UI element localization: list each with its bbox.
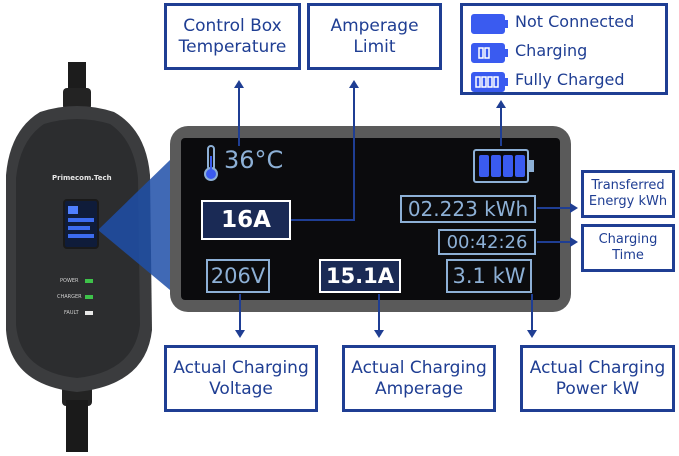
charger-device-graphic — [6, 62, 170, 452]
temperature-readout: 36°C — [224, 146, 284, 174]
callout-line: Time — [612, 248, 644, 263]
charger-indicator-label: CHARGER — [57, 294, 82, 300]
legend-item: Fully Charged — [463, 68, 665, 94]
callout-line: Control Box — [183, 15, 282, 36]
power-readout: 3.1 kW — [446, 259, 532, 293]
amperage-limit-readout: 16A — [201, 200, 291, 240]
legend-label: Fully Charged — [515, 70, 625, 89]
callout-amperage-limit: Amperage Limit — [307, 3, 442, 70]
amperage-readout: 15.1A — [319, 259, 401, 293]
callout-line: Actual Charging — [173, 357, 309, 378]
callout-line: Voltage — [209, 378, 273, 399]
battery-charging-icon — [471, 43, 508, 63]
callout-line: Amperage — [374, 378, 464, 399]
battery-legend: Not Connected Charging Fully Charged — [460, 3, 668, 95]
battery-status-icon — [473, 149, 534, 183]
charger-device: Primecom.Tech POWER CHARGER FAULT — [0, 0, 180, 452]
callout-line: Limit — [353, 36, 396, 57]
callout-line: Transferred — [591, 178, 665, 194]
callout-actual-voltage: Actual Charging Voltage — [164, 345, 318, 412]
callout-actual-amperage: Actual Charging Amperage — [342, 345, 496, 412]
energy-readout: 02.223 kWh — [400, 195, 536, 223]
callout-transferred-energy: Transferred Energy kWh — [581, 170, 675, 218]
time-readout: 00:42:26 — [438, 229, 536, 255]
voltage-readout: 206V — [206, 259, 270, 293]
callout-line: Actual Charging — [529, 357, 666, 378]
callout-line: Actual Charging — [351, 357, 487, 378]
callout-line: Amperage — [330, 15, 419, 36]
brand-logo: Primecom.Tech — [52, 174, 112, 182]
battery-empty-icon — [471, 14, 508, 34]
legend-label: Not Connected — [515, 12, 635, 31]
battery-full-icon — [471, 72, 508, 92]
callout-line: Charging — [598, 232, 658, 248]
power-indicator-label: POWER — [60, 278, 79, 284]
thermometer-icon — [204, 145, 218, 181]
callout-line: Power kW — [555, 378, 640, 399]
legend-item: Charging — [463, 39, 665, 65]
callout-line: Temperature — [178, 36, 287, 57]
callout-actual-power: Actual Charging Power kW — [520, 345, 675, 412]
callout-line: Energy kWh — [588, 194, 668, 209]
callout-charging-time: Charging Time — [581, 224, 675, 272]
legend-item: Not Connected — [463, 10, 665, 36]
callout-control-box-temperature: Control Box Temperature — [164, 3, 301, 70]
legend-label: Charging — [515, 41, 588, 60]
fault-indicator-label: FAULT — [64, 310, 79, 316]
